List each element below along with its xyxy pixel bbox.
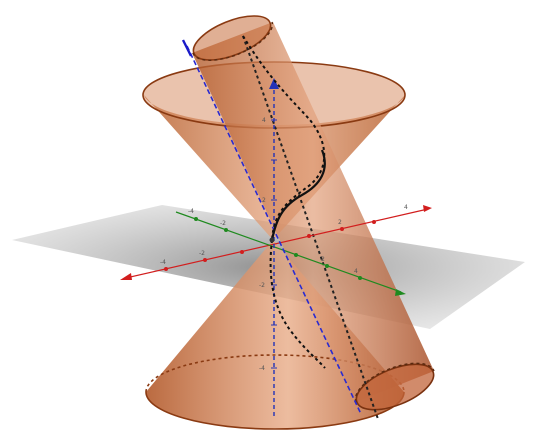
x-tick-label: 2 — [338, 219, 342, 226]
x-axis: -4 -2 2 4 — [120, 204, 432, 280]
y-tick-label: -2 — [220, 220, 226, 227]
x-tick-label: 4 — [404, 204, 408, 211]
z-axis: 4 2 -2 -4 — [259, 78, 279, 418]
z-tick-label: 4 — [262, 117, 266, 124]
x-tick-label: -4 — [160, 259, 166, 266]
oblique-cylinder — [192, 15, 435, 411]
lower-cone — [145, 240, 405, 430]
origin-point[interactable] — [269, 237, 275, 243]
y-tick-label: 4 — [354, 268, 358, 275]
cylinder-generator-line — [242, 35, 379, 420]
intersection-curve — [242, 35, 326, 369]
z-tick-label: -4 — [259, 365, 265, 372]
y-axis: -4 -2 2 4 — [175, 208, 406, 296]
y-tick-label: 2 — [321, 256, 325, 263]
z-tick-label: 2 — [262, 197, 266, 204]
x-tick-label: -2 — [199, 250, 205, 257]
z-tick-label: -2 — [259, 282, 265, 289]
y-tick-label: -4 — [188, 208, 194, 215]
